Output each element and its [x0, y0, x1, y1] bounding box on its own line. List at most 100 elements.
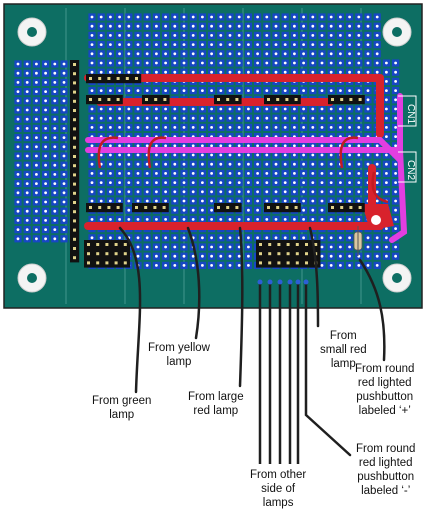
- pad-hole: [348, 236, 351, 240]
- pad-hole: [247, 218, 250, 221]
- pad-hole: [182, 107, 186, 111]
- pad-hole: [320, 70, 324, 74]
- header-pin: [153, 206, 157, 209]
- pad-hole: [228, 116, 232, 120]
- pad-hole: [247, 153, 250, 157]
- pad-hole: [302, 116, 305, 120]
- pad-hole: [375, 52, 379, 56]
- pad-hole: [182, 153, 186, 157]
- header-pin: [154, 98, 158, 101]
- pad-hole: [201, 254, 204, 258]
- pad-hole: [357, 218, 361, 221]
- pad-hole: [109, 61, 112, 65]
- pad-hole: [339, 254, 342, 258]
- pad-hole: [357, 126, 361, 129]
- pad-hole: [385, 172, 388, 175]
- pad-hole: [339, 34, 342, 37]
- pad-hole: [293, 153, 296, 157]
- pad-hole: [155, 116, 158, 120]
- pad-hole: [62, 154, 66, 158]
- pad-hole: [274, 126, 278, 129]
- header-pin: [295, 252, 299, 256]
- pad-hole: [237, 24, 241, 28]
- pad-hole: [329, 181, 333, 185]
- pad-hole: [90, 24, 94, 28]
- pad-hole: [44, 71, 47, 75]
- header-pin: [277, 252, 281, 256]
- header-row: [328, 95, 365, 105]
- pad-hole: [256, 89, 259, 92]
- pad-hole: [366, 254, 370, 258]
- pad-hole: [256, 181, 259, 185]
- pad-hole: [173, 24, 177, 28]
- header-pin: [96, 252, 100, 256]
- header-pin: [305, 261, 308, 265]
- pad-hole: [62, 173, 66, 176]
- pad-hole: [35, 81, 38, 84]
- pad-hole: [109, 162, 112, 166]
- pad-hole: [35, 163, 38, 167]
- pad-hole: [127, 24, 131, 28]
- pad-hole: [339, 107, 342, 111]
- pad-hole: [228, 172, 232, 175]
- pad-hole: [35, 145, 38, 149]
- pad-hole: [99, 15, 103, 19]
- pad-hole: [320, 245, 324, 249]
- pad-hole: [375, 24, 379, 28]
- pad-hole: [62, 71, 66, 75]
- pad-hole: [302, 89, 305, 92]
- lead-wire: [186, 226, 201, 340]
- pad-hole: [109, 236, 112, 240]
- pad-hole: [357, 172, 361, 175]
- pad-hole: [182, 144, 186, 148]
- header-pin: [267, 98, 270, 101]
- pad-hole: [164, 144, 168, 148]
- pad-hole: [25, 228, 29, 232]
- pad-hole: [201, 43, 204, 46]
- header-pin: [87, 243, 90, 246]
- pad-hole: [62, 219, 66, 222]
- pad-hole: [164, 162, 168, 166]
- pad-hole: [302, 162, 305, 166]
- pad-hole: [237, 162, 241, 166]
- pad-hole: [155, 162, 158, 166]
- pad-hole: [136, 61, 140, 65]
- pad-hole: [228, 70, 232, 74]
- header-pin: [267, 206, 270, 209]
- header-pin: [135, 206, 138, 209]
- pad-hole: [293, 61, 296, 65]
- pad-hole: [44, 62, 47, 66]
- pad-hole: [173, 181, 177, 185]
- pad-hole: [357, 107, 361, 111]
- header-pin: [73, 99, 76, 103]
- header-pin: [259, 243, 262, 246]
- header-pin: [73, 219, 76, 223]
- header-row: [264, 203, 301, 213]
- pad-hole: [44, 126, 47, 130]
- pad-hole: [127, 181, 131, 185]
- pad-hole: [62, 145, 66, 149]
- pad-hole: [62, 62, 66, 66]
- pad-hole: [90, 15, 94, 19]
- header-pin: [349, 206, 353, 209]
- pad-hole: [339, 43, 342, 46]
- pad-hole: [283, 218, 287, 221]
- pad-hole: [302, 172, 305, 175]
- pad-hole: [25, 182, 29, 186]
- pad-hole: [311, 61, 315, 65]
- mounting-hole-center: [392, 273, 402, 283]
- pad-hole: [385, 89, 388, 92]
- pad-hole: [293, 181, 296, 185]
- pad-hole: [320, 107, 324, 111]
- pad-hole: [283, 70, 287, 74]
- pad-hole: [118, 162, 121, 166]
- pad-hole: [274, 181, 278, 185]
- pad-hole: [16, 90, 20, 93]
- pad-hole: [127, 172, 131, 175]
- pad-hole: [385, 61, 388, 65]
- pad-hole: [173, 218, 177, 221]
- pad-hole: [136, 24, 140, 28]
- pad-hole: [145, 43, 149, 46]
- header-pin: [73, 155, 76, 158]
